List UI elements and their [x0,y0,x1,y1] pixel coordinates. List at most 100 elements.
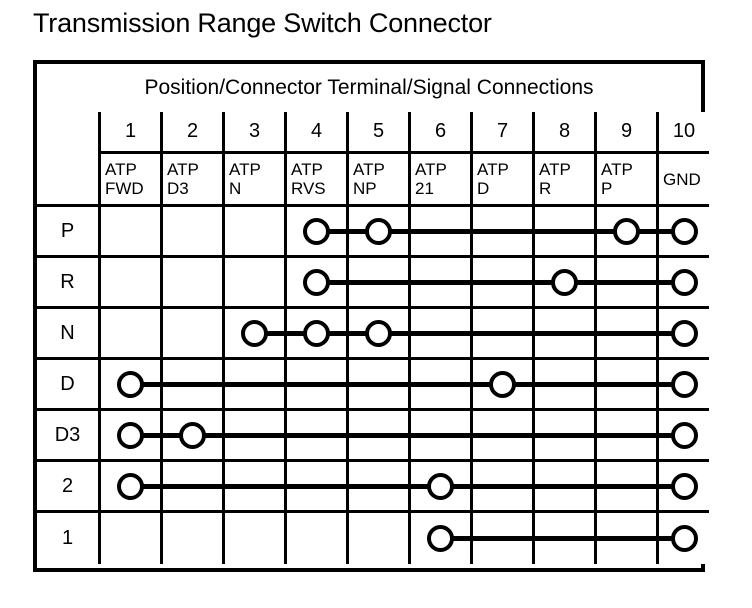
position-label-1: 1 [37,513,101,564]
signal-name-label: GND [663,169,701,189]
cell-P-2 [163,207,225,258]
signal-name-cell-5: ATP NP [349,154,411,207]
cell-N-4 [285,309,349,360]
cell-P-10 [657,207,709,258]
matrix-row-1: 1 [37,513,709,564]
connection-dot [427,525,454,552]
connection-line [285,381,348,387]
signal-name-cell-7: ATP D [473,154,535,207]
cell-D3-1 [101,411,163,462]
position-label-P: P [37,207,101,258]
cell-1-7 [471,513,535,564]
signal-name-label: ATP 21 [415,160,447,198]
connection-dot [303,217,330,245]
connection-line [471,279,534,285]
cell-N-6 [409,309,473,360]
cell-D3-8 [533,411,597,462]
cell-R-9 [595,258,659,309]
cell-1-4 [287,513,349,564]
cell-N-2 [163,309,225,360]
cell-R-3 [225,258,287,309]
connection-line [378,228,410,234]
signal-name-label: ATP P [601,160,633,198]
cell-P-3 [225,207,287,258]
cell-P-5 [347,207,411,258]
cell-2-8 [533,462,597,513]
connection-dot [303,268,330,296]
cell-D-9 [595,360,659,411]
connection-dot [670,268,698,296]
connection-line [316,228,348,234]
connection-line [130,483,162,489]
connection-line [595,536,658,541]
connection-line [316,330,348,336]
cell-D3-7 [471,411,535,462]
position-label-2: 2 [37,462,101,513]
connection-line [533,432,596,438]
connection-dot [365,217,392,245]
connection-line [347,483,410,489]
terminal-number-cell-6: 6 [411,112,473,154]
cell-N-1 [101,309,163,360]
cell-D3-3 [223,411,287,462]
connection-line [285,483,348,489]
connection-line [533,279,565,285]
connection-line [192,432,224,438]
signal-name-label: ATP D3 [167,160,199,198]
cell-1-2 [163,513,225,564]
cell-1-3 [225,513,287,564]
matrix-row-D: D [37,360,709,411]
connection-line [409,483,441,489]
connection-dot [670,217,698,245]
cell-N-9 [595,309,659,360]
connection-line [254,330,286,336]
connection-line [223,483,286,489]
cell-D3-9 [595,411,659,462]
signal-name-cell-3: ATP N [225,154,287,207]
connection-line [564,279,596,285]
signal-name-label: ATP N [229,160,261,198]
connection-dot [427,472,454,500]
matrix-row-P: P [37,207,709,258]
connection-line [471,381,503,387]
terminal-number-cell-2: 2 [163,112,225,154]
cell-1-8 [533,513,597,564]
cell-1-6 [411,513,473,564]
cell-D-1 [101,360,163,411]
connection-dot [489,370,516,398]
connection-line [595,381,658,387]
cell-D-3 [223,360,287,411]
signal-row-blank-cell [37,154,101,207]
connection-line [440,536,472,541]
connection-dot [117,370,144,398]
connection-dot [551,268,578,296]
cell-P-1 [101,207,163,258]
cell-D-2 [161,360,225,411]
cell-2-2 [161,462,225,513]
connection-line [161,432,193,438]
cell-P-8 [533,207,597,258]
cell-1-5 [349,513,411,564]
cell-D-5 [347,360,411,411]
signal-name-label: ATP RVS [291,160,326,198]
cell-2-1 [101,462,163,513]
connection-line [471,483,534,489]
matrix-row-D3: D3 [37,411,709,462]
connection-line [223,432,286,438]
table-banner: Position/Connector Terminal/Signal Conne… [37,64,701,112]
connection-line [595,279,658,285]
cell-P-6 [409,207,473,258]
terminal-number-cell-5: 5 [349,112,411,154]
connection-line [595,432,658,438]
position-label-D3: D3 [37,411,101,462]
cell-R-4 [287,258,349,309]
cell-N-7 [471,309,535,360]
cell-P-9 [595,207,659,258]
signal-name-label: ATP FWD [105,160,144,198]
corner-blank-cell [37,112,101,154]
connection-line [533,381,596,387]
connection-line [409,432,472,438]
connection-line [347,279,410,285]
cell-D-8 [533,360,597,411]
